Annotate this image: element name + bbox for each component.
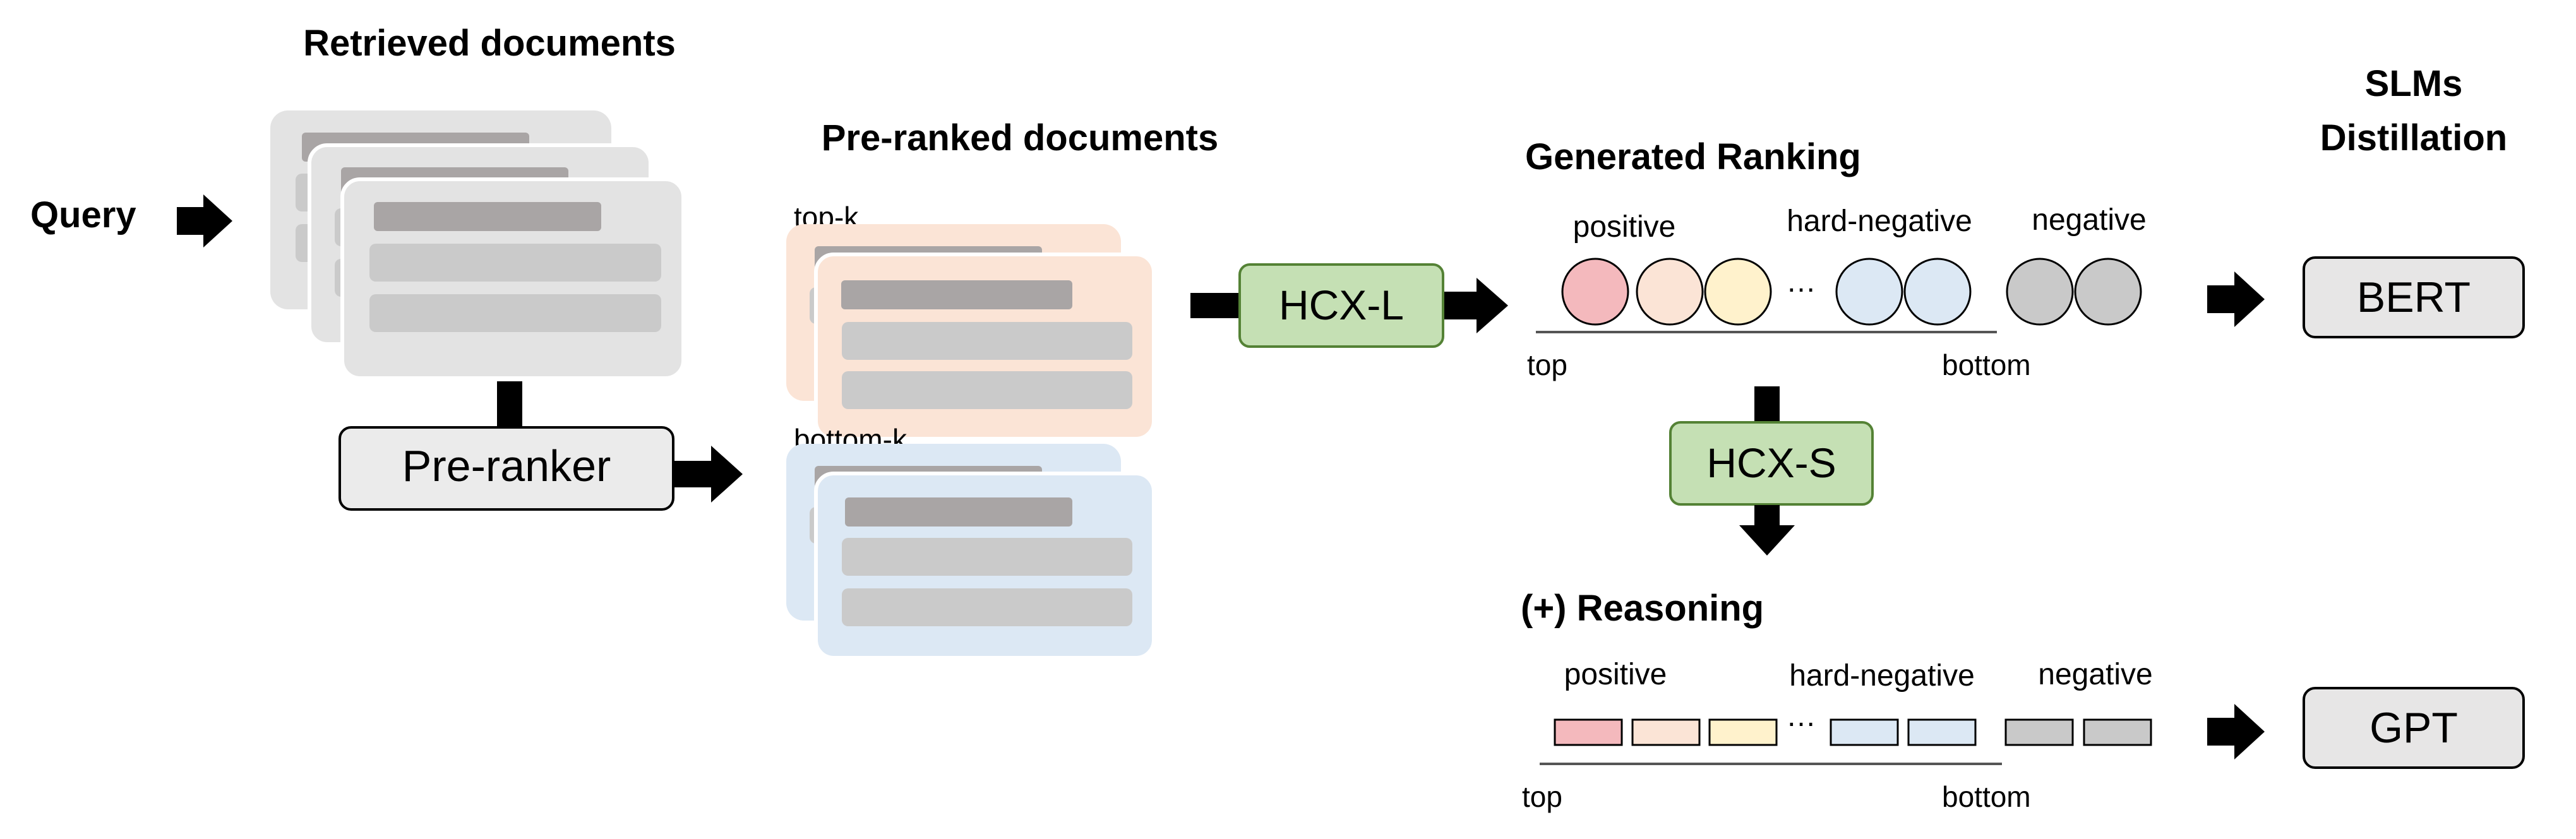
retrieved-documents-stack — [270, 110, 685, 380]
reasoning-negative-label: negative — [2038, 658, 2152, 691]
negative-doc-rect — [2083, 718, 2152, 746]
positive-doc-rect — [1631, 718, 1701, 746]
negative-doc-circle — [2006, 258, 2074, 326]
hcxl-arrow — [1444, 278, 1508, 333]
generated-ellipsis: … — [1786, 265, 1816, 299]
retrieved-to-preranker-connector — [497, 381, 522, 427]
generated-hard-negative-label: hard-negative — [1787, 205, 1972, 238]
generated-positive-label: positive — [1573, 210, 1676, 244]
preranker-label: Pre-ranker — [402, 441, 611, 491]
reasoning-bottom-label: bottom — [1942, 780, 2031, 813]
bert-label: BERT — [2357, 273, 2471, 321]
positive-doc-rect — [1554, 718, 1623, 746]
hard-negative-doc-circle — [1835, 258, 1903, 326]
hcx-l-label: HCX-L — [1279, 282, 1404, 328]
slms-title-line2: Distillation — [2320, 117, 2507, 158]
reasoning-hard-negative-label: hard-negative — [1789, 659, 1975, 693]
bottomk-documents-stack — [786, 444, 1156, 660]
generated-negative-label: negative — [2032, 203, 2146, 237]
query-arrow — [177, 194, 232, 247]
reasoning-top-label: top — [1522, 780, 1562, 813]
preranker-arrow — [674, 446, 743, 503]
negative-doc-circle — [2074, 258, 2142, 326]
positive-doc-circle — [1636, 258, 1704, 326]
reasoning-title: (+) Reasoning — [1521, 588, 1764, 629]
positive-doc-circle — [1561, 258, 1629, 326]
reasoning-ellipsis: … — [1786, 699, 1816, 733]
positive-doc-circle — [1704, 258, 1772, 326]
topk-document-card — [814, 253, 1156, 441]
positive-doc-rect — [1708, 718, 1778, 746]
preranker-box: Pre-ranker — [338, 426, 674, 511]
bottomk-document-card — [814, 472, 1156, 660]
gpt-label: GPT — [2369, 704, 2458, 752]
hard-negative-doc-circle — [1903, 258, 1972, 326]
hcx-s-label: HCX-S — [1706, 439, 1836, 486]
hcxs-arrow — [1739, 505, 1795, 556]
generated-ranking-list: … — [1561, 258, 2142, 326]
generated-top-label: top — [1527, 348, 1567, 381]
retrieved-document-card — [340, 177, 685, 380]
hcx-s-box: HCX-S — [1669, 421, 1874, 506]
hard-negative-doc-rect — [1830, 718, 1899, 746]
bert-arrow — [2207, 271, 2265, 327]
preranked-documents-title: Pre-ranked documents — [822, 117, 1219, 158]
topk-documents-stack — [786, 224, 1156, 441]
negative-doc-rect — [2004, 718, 2074, 746]
reasoning-positive-label: positive — [1564, 658, 1667, 691]
hard-negative-doc-rect — [1907, 718, 1977, 746]
retrieved-documents-title: Retrieved documents — [303, 23, 676, 64]
hcx-l-box: HCX-L — [1238, 263, 1444, 348]
gpt-arrow — [2207, 704, 2265, 759]
query-label: Query — [30, 194, 136, 235]
generated-ranking-title: Generated Ranking — [1525, 136, 1861, 177]
slms-title-line1: SLMs — [2365, 63, 2463, 104]
bert-box: BERT — [2303, 256, 2525, 338]
generated-bottom-label: bottom — [1942, 348, 2031, 381]
reasoning-ranking-list: … — [1554, 699, 2152, 746]
generated-to-hcxs-connector — [1754, 386, 1780, 422]
preranked-to-hcxl-connector — [1190, 293, 1240, 318]
gpt-box: GPT — [2303, 687, 2525, 769]
